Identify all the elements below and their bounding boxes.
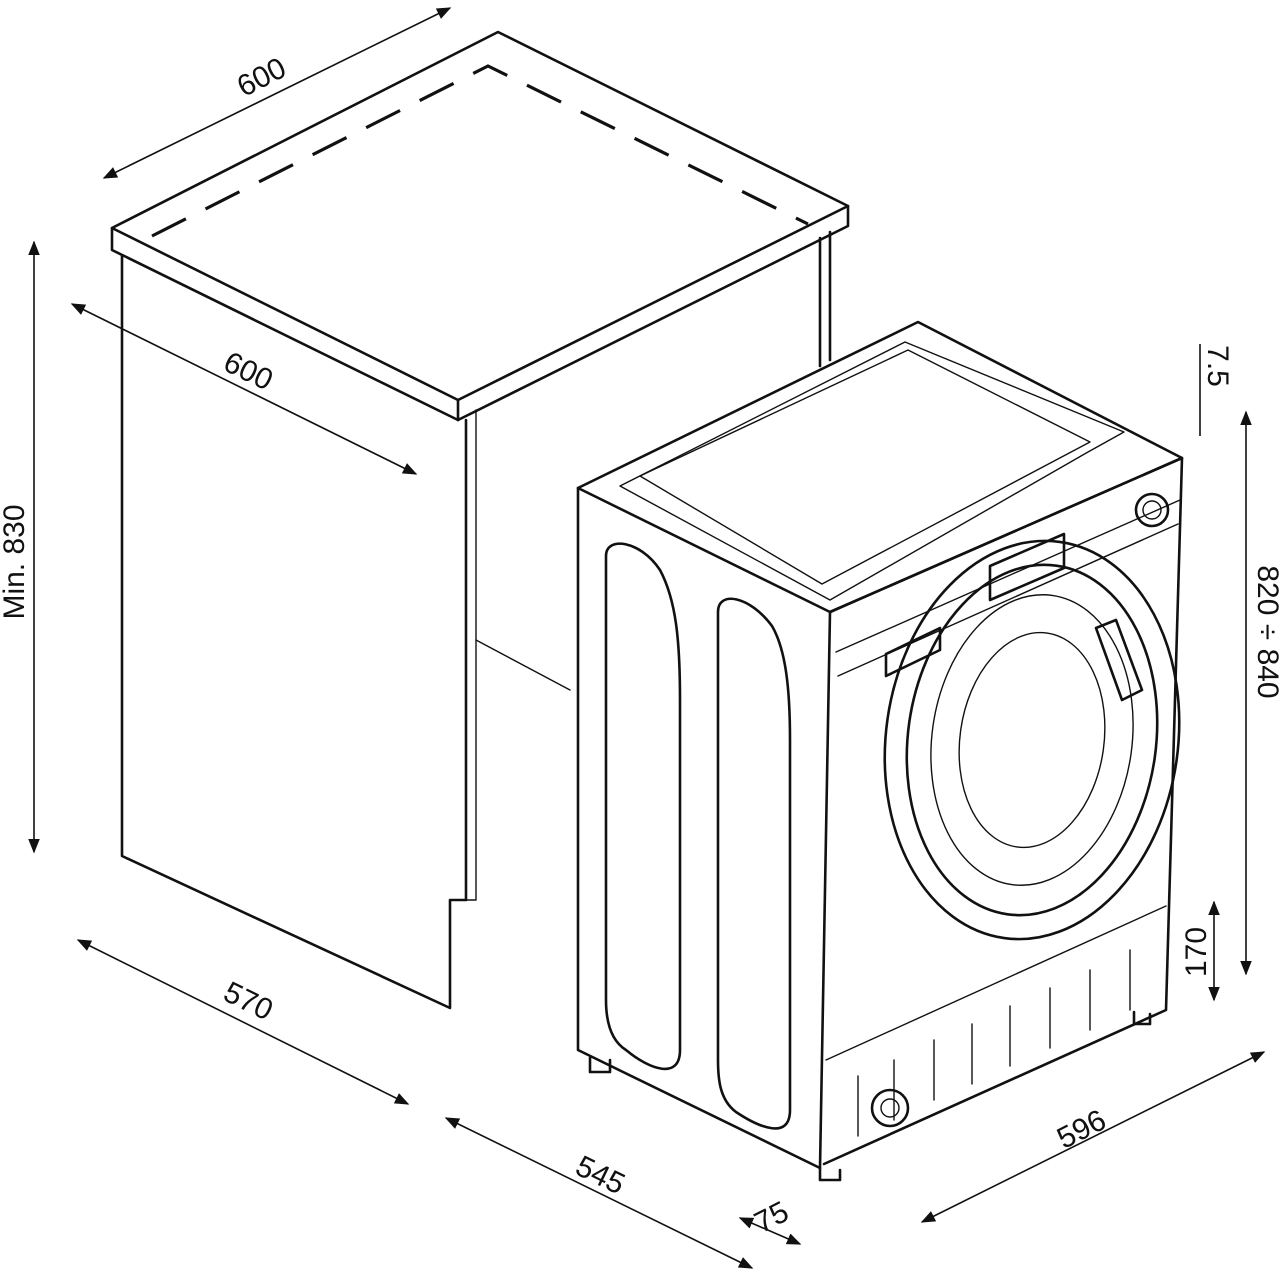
program-knob-inner <box>1142 500 1162 520</box>
dim-machine-depth: 545 <box>570 1150 629 1202</box>
cabinet-side-panel <box>120 254 468 1010</box>
drain-filter-icon <box>870 1088 910 1128</box>
program-knob-icon <box>1134 492 1170 528</box>
plinth-top <box>825 905 1167 1061</box>
machine-left-side <box>576 486 832 1170</box>
machine-top-panel <box>619 341 1125 601</box>
cabinet-inner-floor <box>475 639 571 691</box>
cabinet-footprint-dashed <box>151 64 809 238</box>
dim-cabinet-depth: 600 <box>218 346 277 398</box>
detergent-drawer <box>884 626 942 678</box>
dim-cabinet-top-width: 600 <box>232 51 292 103</box>
kitchen-cabinet <box>110 30 850 1010</box>
dim-door-offset: 75 <box>749 1195 794 1240</box>
door-outer-ring <box>883 539 1181 941</box>
dimension-lines <box>28 7 1266 1269</box>
dim-top-clearance: 7.5 <box>1201 345 1234 387</box>
machine-feet <box>588 1010 1152 1182</box>
display-panel <box>988 532 1066 602</box>
machine-top <box>576 320 1184 614</box>
dim-plinth-height: 170 <box>1180 927 1213 977</box>
door-glass-inner <box>958 631 1106 849</box>
worktop-front-edge <box>110 226 460 422</box>
door-handle <box>1094 618 1144 702</box>
washing-machine <box>576 320 1184 1182</box>
cabinet-back-post <box>818 230 832 368</box>
dim-cabinet-inner-depth: 570 <box>218 976 277 1028</box>
drain-filter-inner <box>880 1098 900 1118</box>
dim-cabinet-min-height: Min. 830 <box>0 504 31 619</box>
machine-top-inner <box>639 349 1091 585</box>
dim-machine-width: 596 <box>1052 1103 1112 1155</box>
worktop-top <box>110 30 850 402</box>
worktop-side-edge <box>456 204 850 422</box>
side-recess-1 <box>604 542 682 1071</box>
dim-machine-height: 820 ÷ 840 <box>1251 565 1280 698</box>
machine-front <box>822 456 1184 1166</box>
cabinet-panel-edge <box>465 409 477 901</box>
side-recess-2 <box>716 597 792 1130</box>
door-middle-ring <box>905 563 1159 917</box>
door-glass <box>930 594 1134 886</box>
